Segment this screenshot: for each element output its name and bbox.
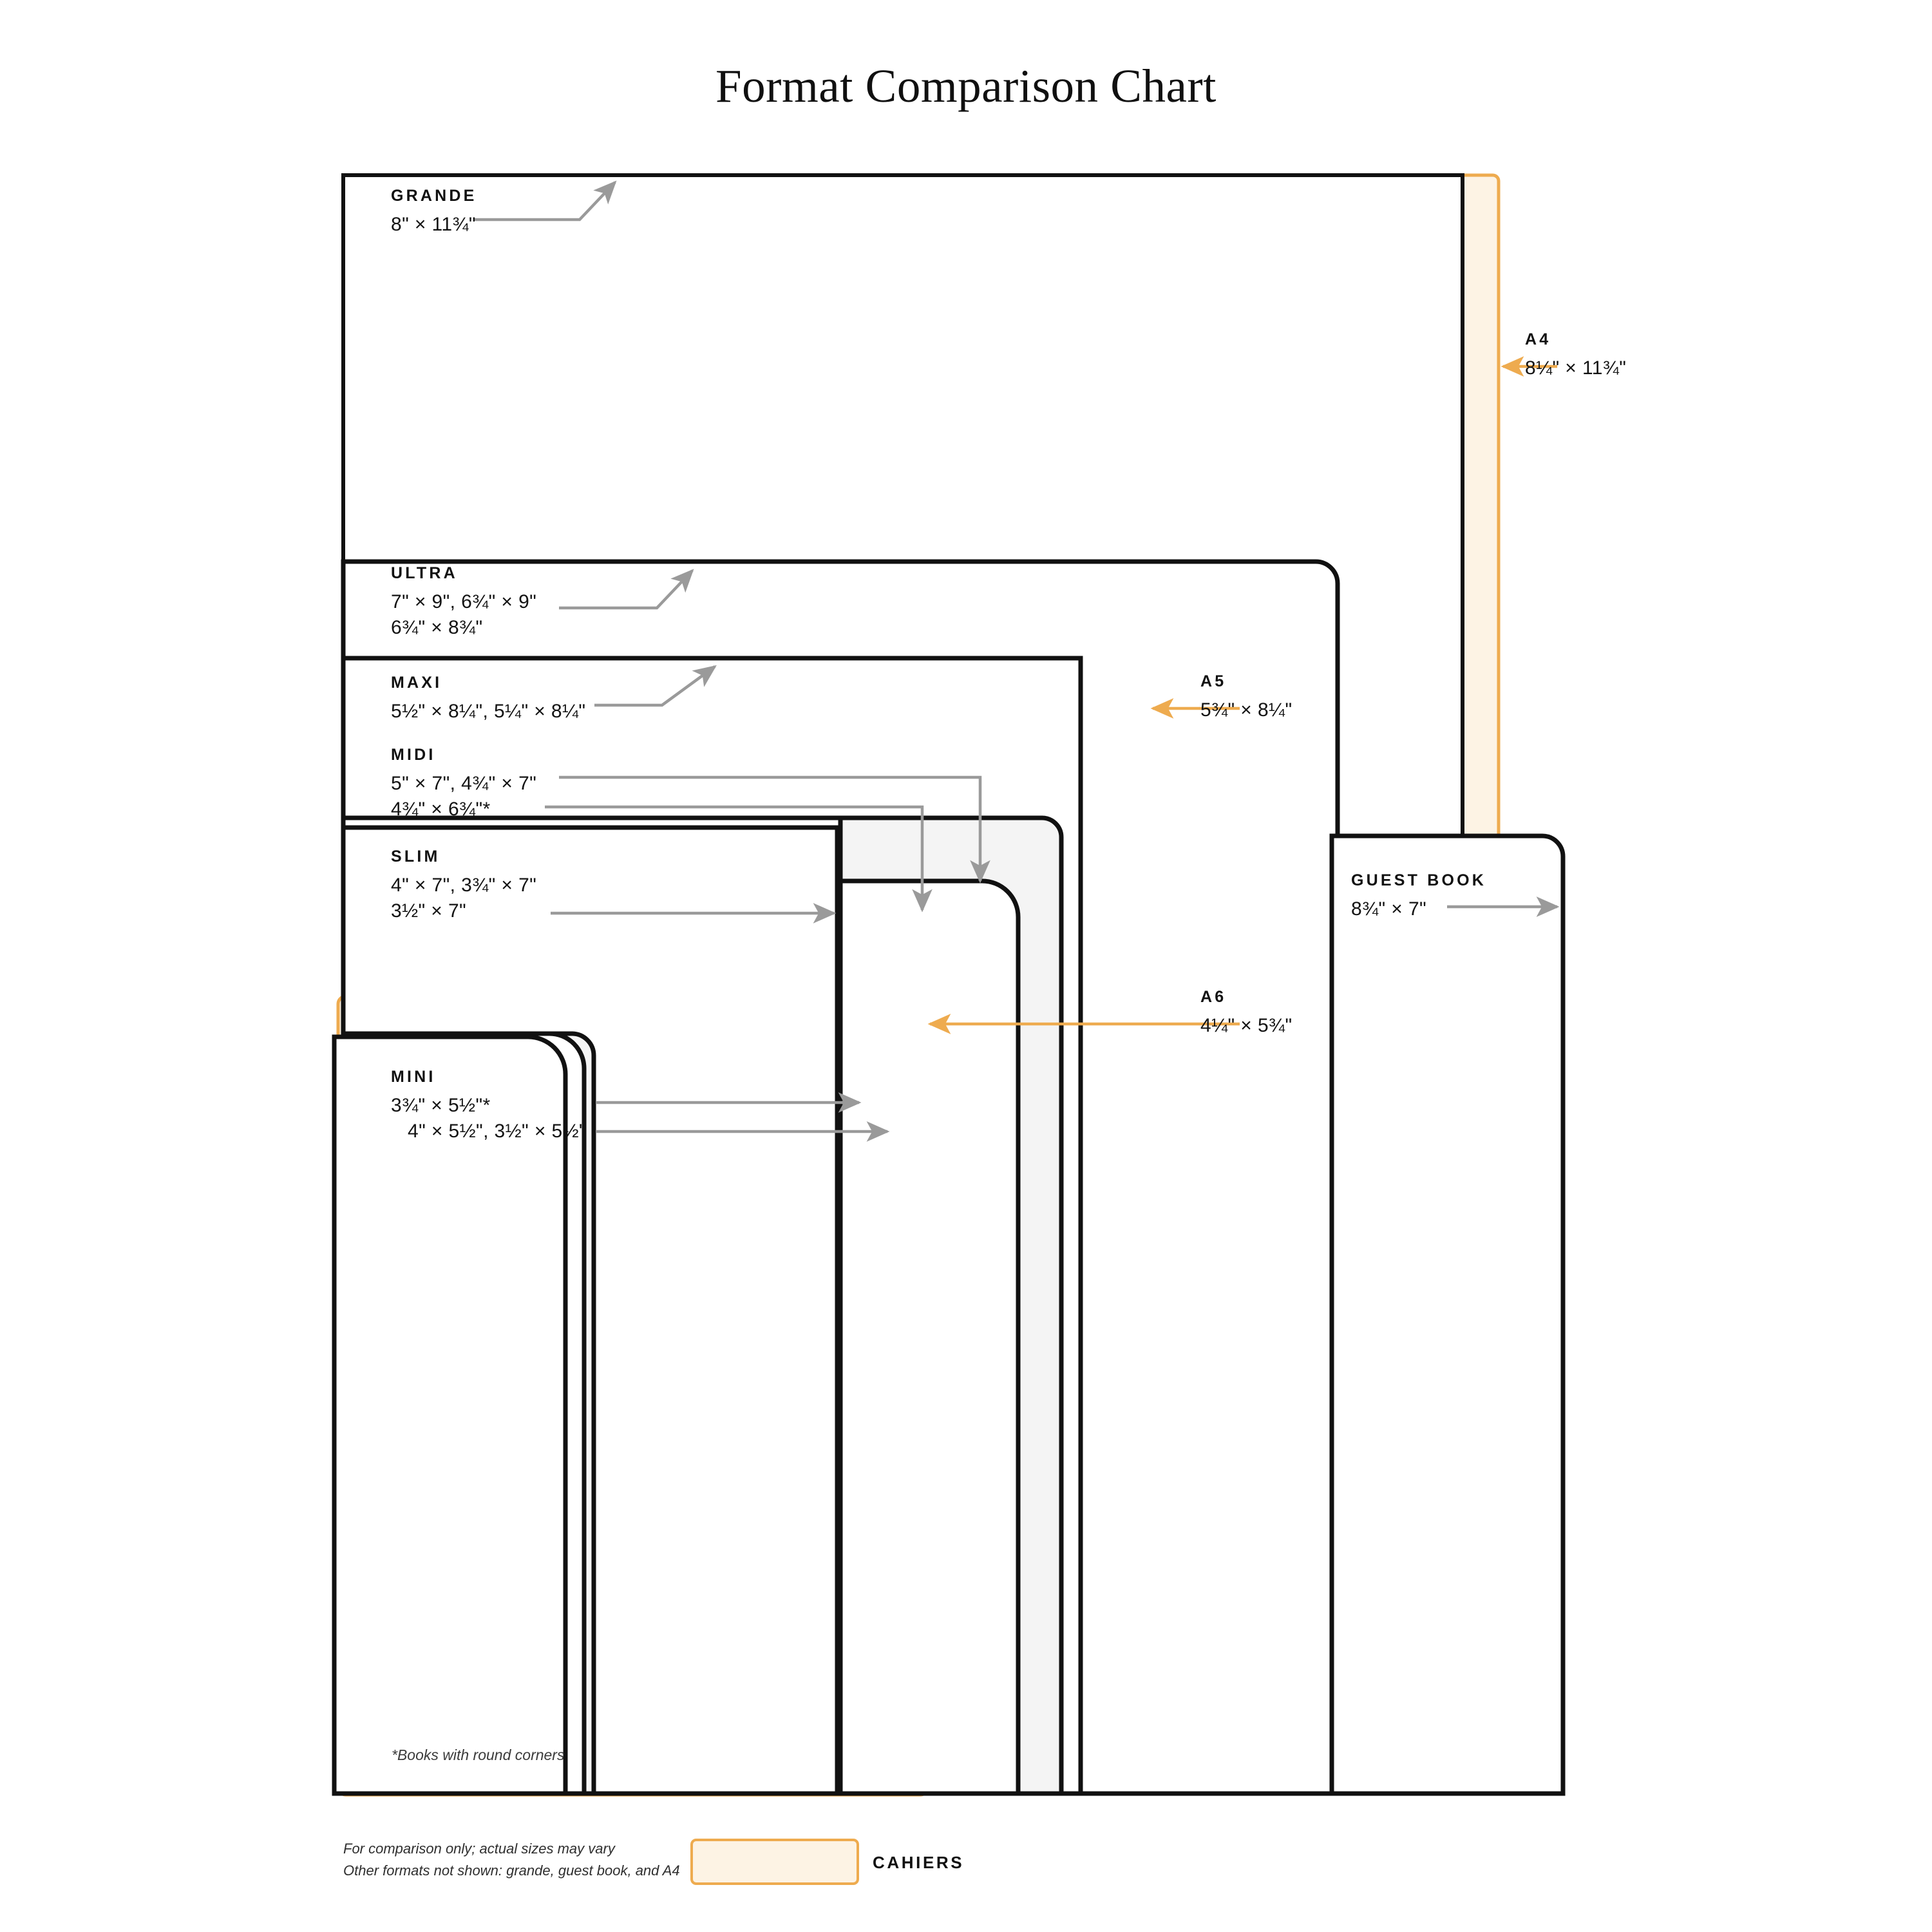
format-name-maxi: MAXI <box>391 674 442 692</box>
format-name-midi: MIDI <box>391 746 436 764</box>
footer-note-line-1: For comparison only; actual sizes may va… <box>343 1841 615 1857</box>
label-a4: A4 8¼" × 11¾" <box>1525 332 1626 381</box>
format-dim-guest-book-1: 8¾" × 7" <box>1351 898 1427 920</box>
format-name-grande: GRANDE <box>391 187 477 205</box>
format-name-slim: SLIM <box>391 848 440 866</box>
legend-cahier-label: CAHIERS <box>873 1853 965 1872</box>
page-title: Format Comparison Chart <box>715 60 1217 112</box>
format-name-guest-book: GUEST BOOK <box>1351 871 1487 889</box>
format-name-ultra: ULTRA <box>391 564 458 582</box>
label-a5: A5 5¾" × 8¼" <box>1200 674 1293 723</box>
label-grande: GRANDE 8" × 11¾" <box>391 188 477 238</box>
format-dim-mini-1: 3¾" × 5½"* <box>391 1095 491 1116</box>
label-mini: MINI 3¾" × 5½"* 4" × 5½", 3½" × 5½" <box>391 1069 586 1144</box>
format-rect-mini-outer <box>332 1034 568 1796</box>
label-ultra: ULTRA 7" × 9", 6¾" × 9" 6¾" × 8¾" <box>391 565 536 640</box>
arrow-maxi <box>594 665 717 707</box>
format-dim-grande-1: 8" × 11¾" <box>391 214 476 235</box>
format-name-a5: A5 <box>1200 672 1227 690</box>
format-rect-midi-inner-round <box>838 878 1021 1796</box>
arrow-ultra <box>559 569 694 610</box>
format-dim-slim-2: 3½" × 7" <box>391 900 467 922</box>
label-maxi: MAXI 5½" × 8¼", 5¼" × 8¼" <box>391 675 585 724</box>
format-dim-mini-2: 4" × 5½", 3½" × 5½" <box>408 1120 587 1142</box>
footer-note-line-2: Other formats not shown: grande, guest b… <box>343 1862 680 1879</box>
arrow-midi-2 <box>545 805 933 913</box>
format-name-mini: MINI <box>391 1068 436 1086</box>
format-dim-midi-1: 5" × 7", 4¾" × 7" <box>391 773 537 794</box>
arrow-grande <box>475 180 617 222</box>
legend-cahier-swatch <box>690 1839 859 1885</box>
format-dim-slim-1: 4" × 7", 3¾" × 7" <box>391 875 537 896</box>
arrow-midi-1 <box>559 775 990 884</box>
format-rect-guest-book <box>1329 833 1566 1796</box>
label-midi: MIDI 5" × 7", 4¾" × 7" 4¾" × 6¾"* <box>391 747 536 822</box>
format-dim-a4-1: 8¼" × 11¾" <box>1525 357 1627 379</box>
format-dim-ultra-2: 6¾" × 8¾" <box>391 616 483 638</box>
format-dim-midi-2: 4¾" × 6¾"* <box>391 798 491 820</box>
label-a6: A6 4¼" × 5¾" <box>1200 989 1293 1039</box>
format-dim-a5-1: 5¾" × 8¼" <box>1200 699 1293 721</box>
round-corners-note: *Books with round corners <box>392 1747 565 1763</box>
label-slim: SLIM 4" × 7", 3¾" × 7" 3½" × 7" <box>391 849 536 923</box>
format-dim-a6-1: 4¼" × 5¾" <box>1200 1015 1293 1036</box>
format-dim-ultra-1: 7" × 9", 6¾" × 9" <box>391 591 537 612</box>
format-name-a4: A4 <box>1525 330 1551 348</box>
format-name-a6: A6 <box>1200 988 1227 1006</box>
label-guest-book: GUEST BOOK 8¾" × 7" <box>1351 873 1486 922</box>
format-dim-maxi-1: 5½" × 8¼", 5¼" × 8¼" <box>391 701 586 722</box>
